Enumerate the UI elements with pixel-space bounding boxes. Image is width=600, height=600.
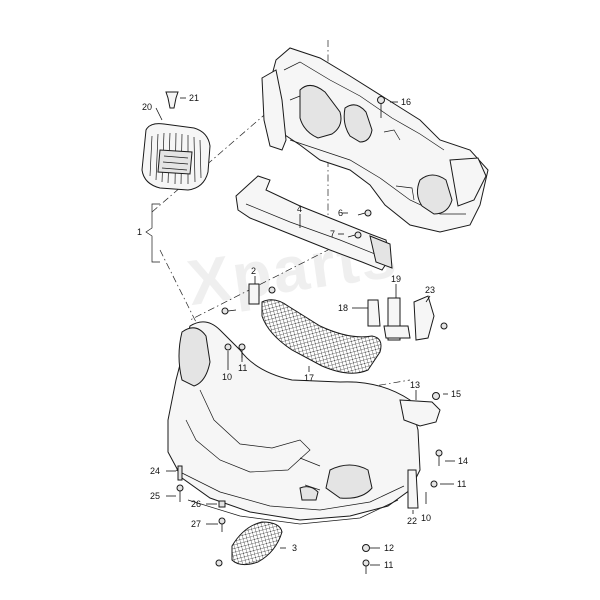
- impact-beam: [235, 175, 393, 271]
- lower-mesh-grille: [261, 299, 382, 374]
- front-carrier: [261, 47, 489, 233]
- callout-24: 24: [150, 466, 160, 476]
- callout-16: 16: [401, 97, 411, 107]
- bracket-18: [367, 299, 381, 327]
- bracket-19: [383, 297, 411, 341]
- callout-11c: 11: [384, 560, 393, 570]
- callout-25: 25: [150, 491, 160, 501]
- callout-numbers: 1 2 3 4 6 7 10 10 11 11 11 12 13 14 15 1…: [137, 93, 468, 570]
- callout-13: 13: [410, 380, 420, 390]
- callout-11b: 11: [457, 479, 466, 489]
- callout-14: 14: [458, 456, 468, 466]
- callout-10a: 10: [222, 372, 232, 382]
- fasteners: [176, 96, 448, 574]
- callout-19: 19: [391, 274, 401, 284]
- callout-15: 15: [451, 389, 461, 399]
- callout-7: 7: [330, 229, 335, 239]
- callout-18: 18: [338, 303, 348, 313]
- callout-6: 6: [338, 208, 343, 218]
- callout-21: 21: [189, 93, 199, 103]
- radiator-grille: [141, 123, 211, 191]
- callout-20: 20: [142, 102, 152, 112]
- leader-lines: [155, 97, 455, 566]
- callout-22: 22: [407, 516, 417, 526]
- clip-21: [165, 91, 179, 109]
- callout-1: 1: [137, 227, 142, 237]
- callout-11a: 11: [238, 363, 247, 373]
- bracket-2: [248, 283, 260, 305]
- bumper-cover: [167, 321, 421, 525]
- callout-23: 23: [425, 285, 435, 295]
- callout-2: 2: [251, 266, 256, 276]
- side-bracket-13: [399, 399, 441, 427]
- callout-27: 27: [191, 519, 201, 529]
- callout-4: 4: [297, 204, 302, 214]
- callout-3: 3: [292, 543, 297, 553]
- fog-lamp-cover: [231, 521, 283, 566]
- callout-26: 26: [191, 499, 201, 509]
- strip-22: [407, 469, 419, 509]
- callout-17: 17: [304, 373, 314, 383]
- bracket-23: [413, 295, 435, 341]
- assembly-bracket-1: [145, 203, 160, 263]
- callout-12: 12: [384, 543, 394, 553]
- callout-10b: 10: [421, 513, 431, 523]
- assembly-guide-lines: [151, 40, 411, 520]
